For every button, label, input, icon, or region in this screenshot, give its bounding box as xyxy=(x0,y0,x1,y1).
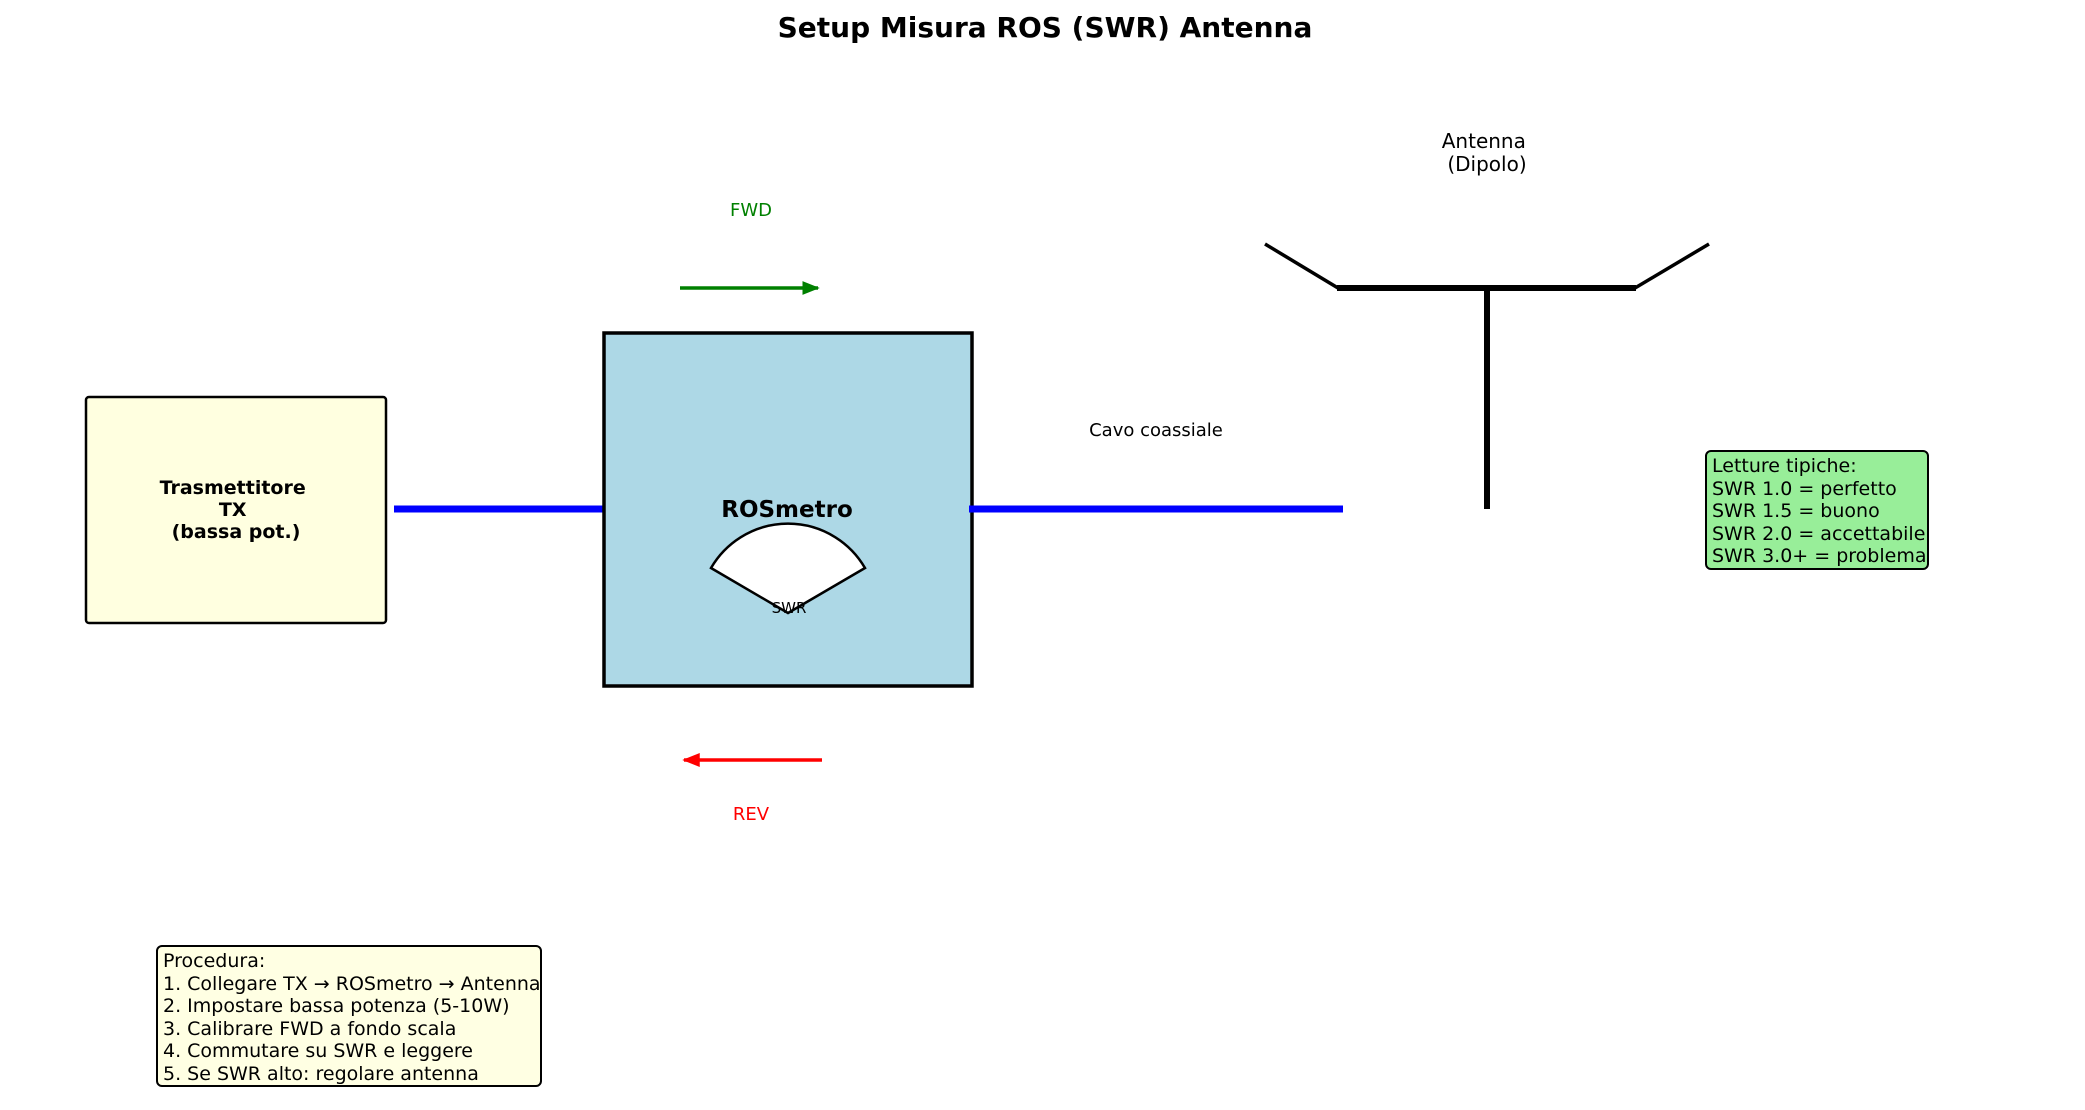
swr-meter-label: ROSmetro xyxy=(721,497,853,523)
transmitter-label: Trasmettitore TX (bassa pot.) xyxy=(160,477,313,543)
procedure-line: 1. Collegare TX → ROSmetro → Antenna xyxy=(163,972,541,995)
procedure-box: Procedura: 1. Collegare TX → ROSmetro → … xyxy=(156,945,542,1087)
reverse-label: REV xyxy=(733,804,770,825)
antenna-left-tip xyxy=(1264,242,1339,290)
swr-gauge-dial xyxy=(709,522,867,615)
procedure-line: 5. Se SWR alto: regolare antenna xyxy=(163,1062,479,1085)
procedure-line: 3. Calibrare FWD a fondo scala xyxy=(163,1017,457,1040)
readings-line: SWR 1.0 = perfetto xyxy=(1712,477,1897,500)
procedure-line: 2. Impostare bassa potenza (5-10W) xyxy=(163,995,510,1017)
dipole-antenna: Antenna (Dipolo) xyxy=(1264,129,1710,509)
typical-readings-box: Letture tipiche: SWR 1.0 = perfetto SWR … xyxy=(1705,450,1929,570)
swr-gauge-label: SWR xyxy=(772,599,807,617)
readings-line: Letture tipiche: xyxy=(1712,455,1857,477)
procedure-line: 4. Commutare su SWR e leggere xyxy=(163,1040,473,1062)
transmitter-block: Trasmettitore TX (bassa pot.) xyxy=(84,395,388,625)
cable-label: Cavo coassiale xyxy=(1089,420,1223,441)
antenna-right-tip xyxy=(1634,242,1710,290)
transmitter-label-line: (bassa pot.) xyxy=(172,521,301,543)
forward-label: FWD xyxy=(730,200,772,221)
transmitter-label-line: Trasmettitore xyxy=(160,477,306,499)
transmitter-label-line: TX xyxy=(219,499,247,521)
antenna-label-line: (Dipolo) xyxy=(1447,152,1526,176)
forward-indicator: FWD xyxy=(680,200,820,295)
diagram-title: Setup Misura ROS (SWR) Antenna xyxy=(778,11,1313,44)
readings-line: SWR 2.0 = accettabile xyxy=(1712,522,1926,545)
antenna-label-line: Antenna xyxy=(1442,129,1526,153)
readings-line: SWR 1.5 = buono xyxy=(1712,500,1880,522)
swr-meter-block: ROSmetro SWR xyxy=(602,331,974,688)
readings-line: SWR 3.0+ = problema xyxy=(1712,545,1927,567)
procedure-line: Procedura: xyxy=(163,950,266,972)
antenna-label: Antenna (Dipolo) xyxy=(1442,129,1532,176)
reverse-indicator: REV xyxy=(682,753,822,825)
